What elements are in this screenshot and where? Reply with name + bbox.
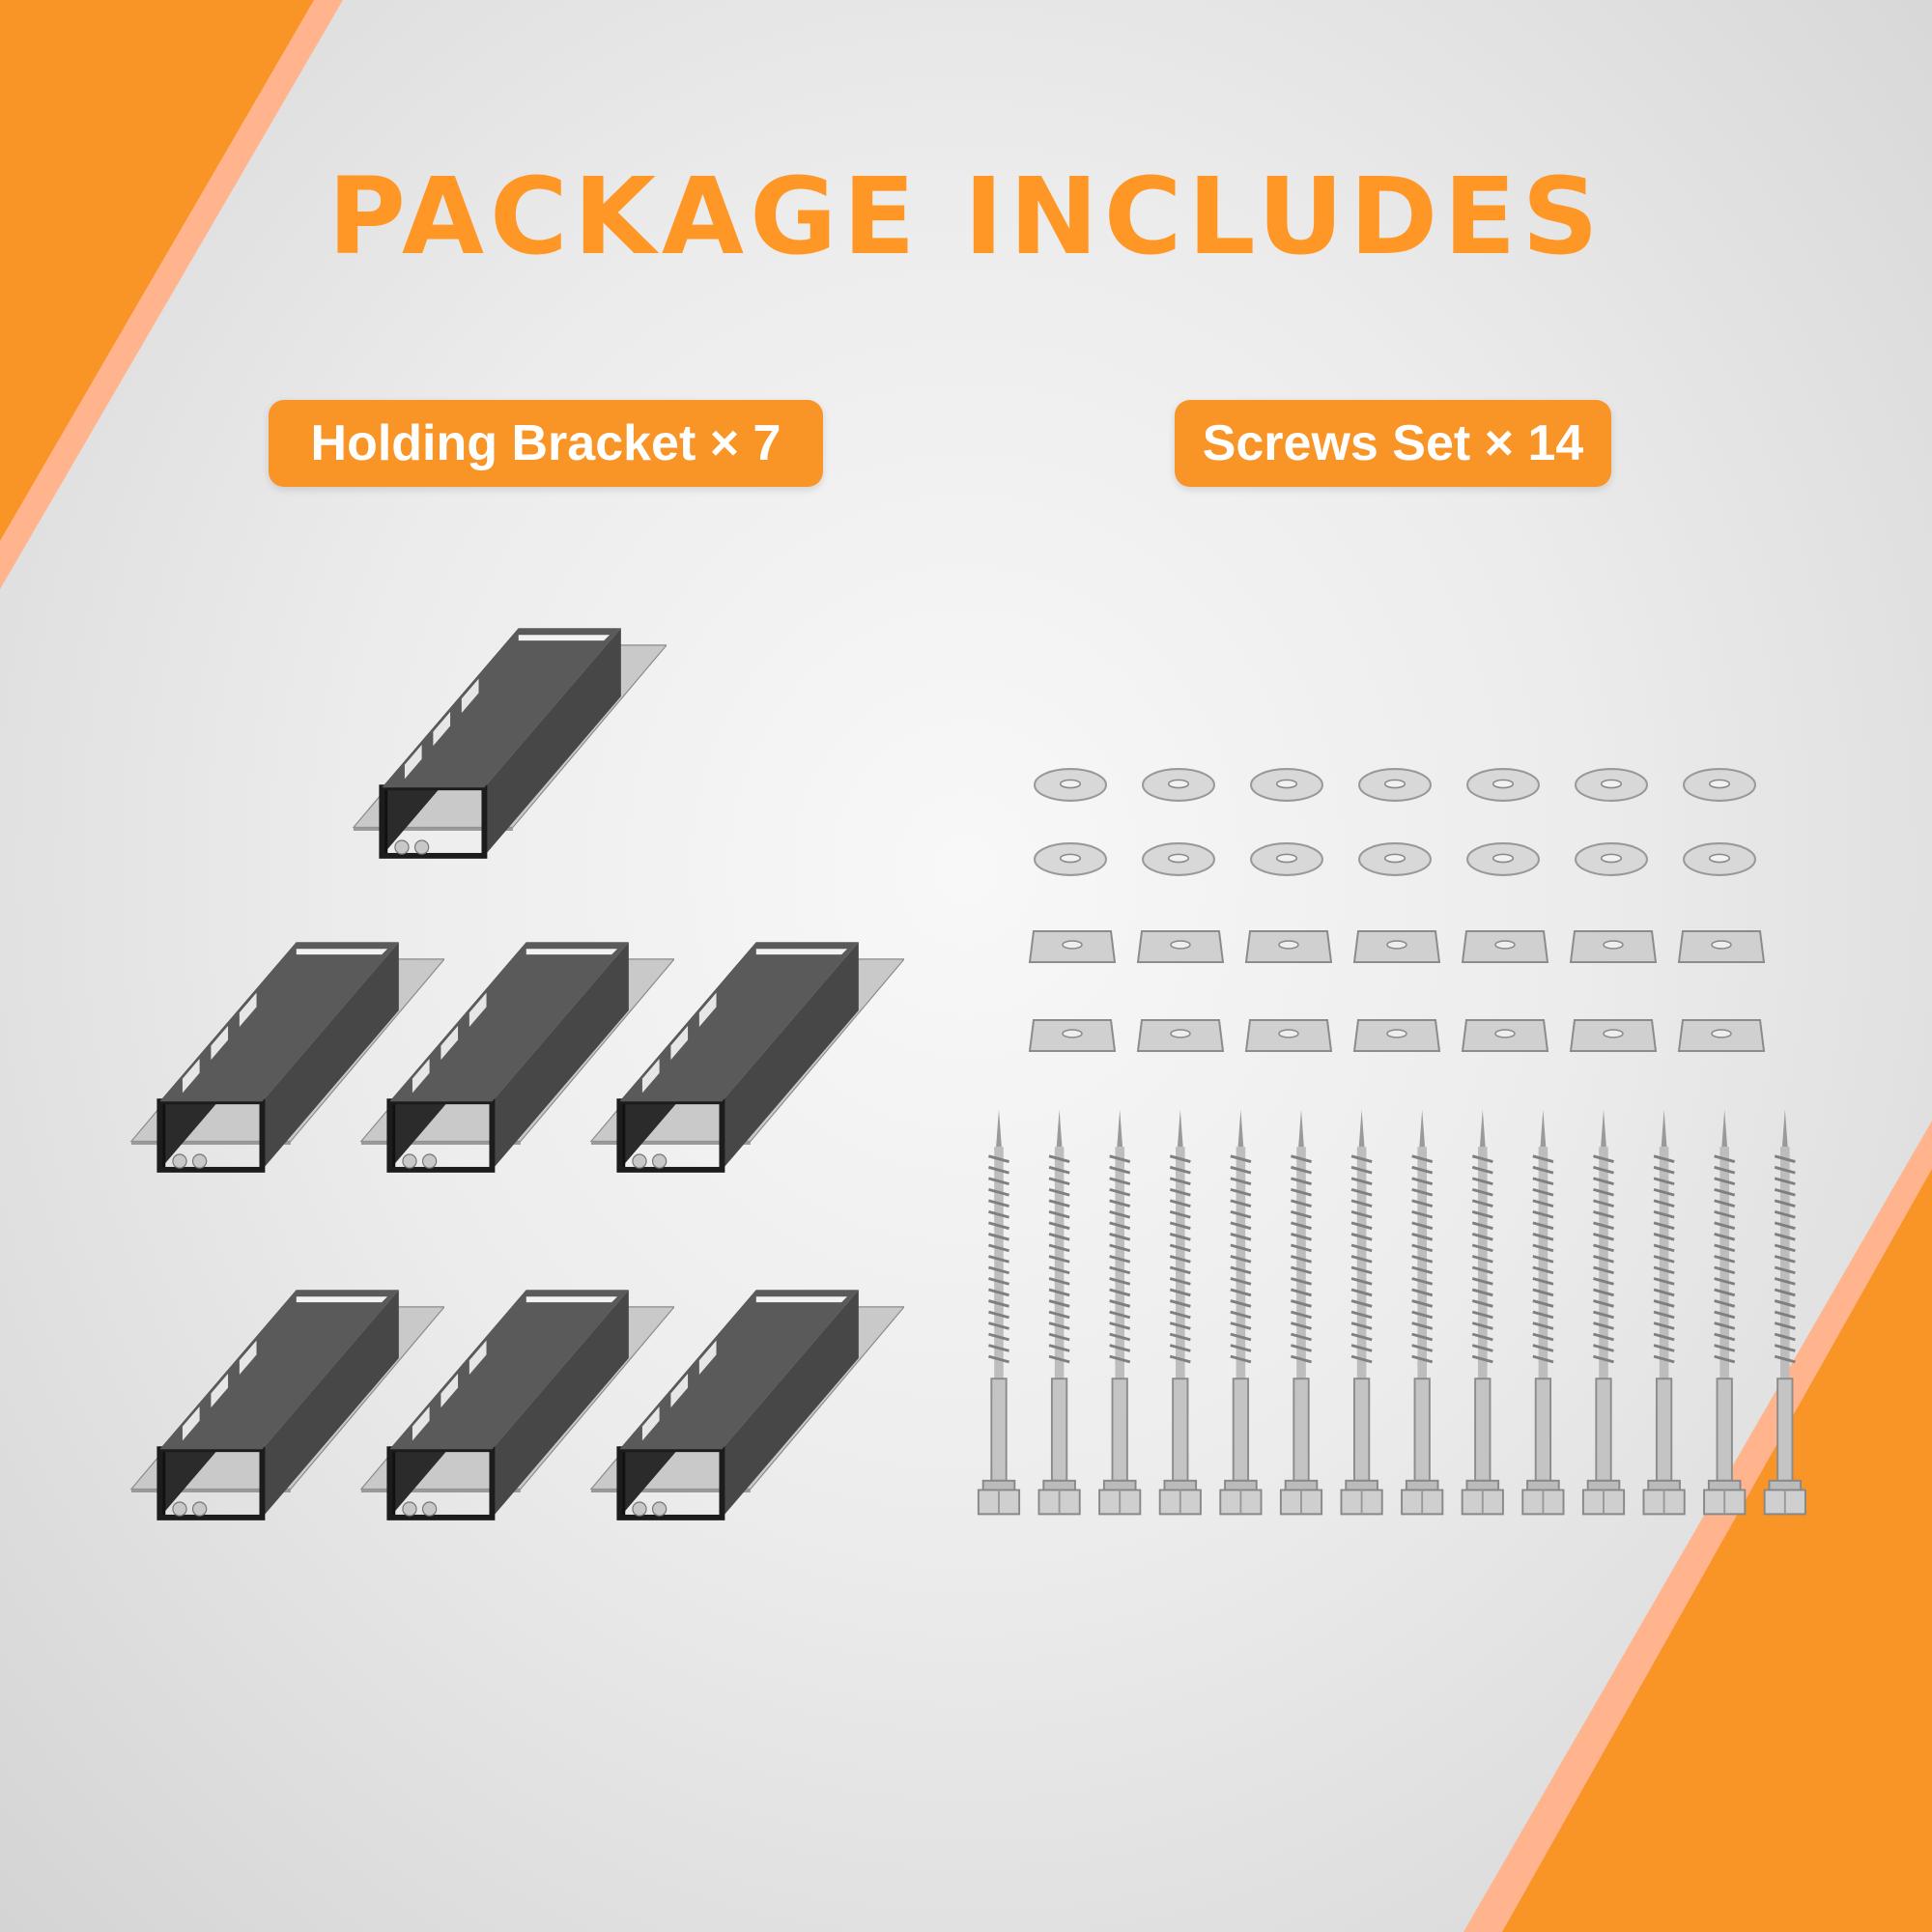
top-left-stripe [0, 0, 314, 541]
holding-bracket-label: Holding Bracket × 7 [269, 400, 823, 487]
bottom-right-stripe [1502, 1169, 1932, 1932]
lag-screw-icon [1339, 1108, 1384, 1516]
square-washer-icon [1029, 930, 1116, 963]
lag-screw-icon [977, 1108, 1021, 1516]
lag-screw-icon [1581, 1108, 1626, 1516]
square-washer-icon [1245, 1019, 1332, 1052]
square-washer-icon [1462, 1019, 1548, 1052]
lag-screw-icon [1218, 1108, 1264, 1516]
lag-screw-icon [1097, 1108, 1142, 1516]
lag-screw-icon [1158, 1108, 1203, 1516]
round-washer-icon [1683, 768, 1756, 802]
round-washer-icon [1683, 842, 1756, 876]
lag-screw-icon [1520, 1108, 1566, 1516]
round-washer-icon [1142, 842, 1215, 876]
square-washer-icon [1137, 930, 1224, 963]
lag-screw-icon [1037, 1108, 1082, 1516]
lag-screw-icon [1279, 1108, 1323, 1516]
round-washer-icon [1358, 842, 1432, 876]
lag-screw-icon [1461, 1108, 1505, 1516]
lag-screw-icon [1641, 1108, 1687, 1516]
lag-screw-icon [1400, 1108, 1444, 1516]
round-washer-icon [1466, 842, 1540, 876]
square-washer-icon [1462, 930, 1548, 963]
lag-screw-icon [1763, 1108, 1807, 1516]
round-washer-icon [1250, 842, 1323, 876]
round-washer-icon [1034, 842, 1107, 876]
holding-brackets [131, 628, 904, 1518]
square-washer-icon [1245, 930, 1332, 963]
screws-set-label: Screws Set × 14 [1175, 400, 1611, 487]
washer-set [1029, 768, 1765, 1052]
square-washer-icon [1678, 930, 1765, 963]
round-washer-icon [1358, 768, 1432, 802]
square-washer-icon [1570, 1019, 1657, 1052]
round-washer-icon [1034, 768, 1107, 802]
screw-set [977, 1108, 1807, 1516]
lag-screw-icon [1702, 1108, 1747, 1516]
round-washer-icon [1466, 768, 1540, 802]
round-washer-icon [1250, 768, 1323, 802]
round-washer-icon [1575, 768, 1648, 802]
square-washer-icon [1137, 1019, 1224, 1052]
square-washer-icon [1353, 1019, 1440, 1052]
page-title: PACKAGE INCLUDES [327, 155, 1605, 278]
round-washer-icon [1142, 768, 1215, 802]
square-washer-icon [1029, 1019, 1116, 1052]
square-washer-icon [1570, 930, 1657, 963]
round-washer-icon [1575, 842, 1648, 876]
bracket-icon [354, 628, 667, 856]
square-washer-icon [1678, 1019, 1765, 1052]
square-washer-icon [1353, 930, 1440, 963]
